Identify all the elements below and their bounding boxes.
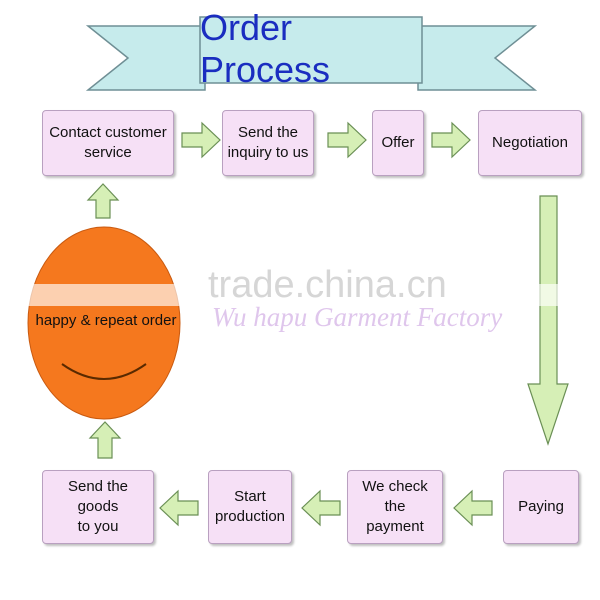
- step-check-payment: We check the payment: [347, 470, 443, 544]
- step-start-production: Start production: [208, 470, 292, 544]
- step-send-goods: Send the goods to you: [42, 470, 154, 544]
- happy-repeat-order-label: happy & repeat order: [35, 312, 177, 329]
- step-negotiation: Negotiation: [478, 110, 582, 176]
- title-banner: [85, 16, 538, 91]
- arrow-right-3: [431, 121, 471, 159]
- banner-center: [199, 16, 423, 84]
- step-offer: Offer: [372, 110, 424, 176]
- smile-curve: [61, 363, 147, 380]
- arrow-left-1: [453, 489, 493, 527]
- arrow-down-long: [527, 195, 569, 446]
- watermark-factory: Wu hapu Garment Factory: [212, 302, 503, 332]
- arrow-left-2: [301, 489, 341, 527]
- banner-tail-right: [417, 25, 538, 91]
- happy-circle: [27, 226, 181, 420]
- page-title: Order Process: [200, 7, 331, 90]
- arrow-up-top: [86, 183, 120, 219]
- step-send-inquiry: Send the inquiry to us: [222, 110, 314, 176]
- banner-tail-left: [85, 25, 206, 91]
- arrow-right-2: [327, 121, 367, 159]
- arrow-left-3: [159, 489, 199, 527]
- arrow-right-1: [181, 121, 221, 159]
- watermark-site: trade.china.cn: [208, 264, 447, 306]
- step-contact-customer-service: Contact customer service: [42, 110, 174, 176]
- watermark-band: [24, 284, 584, 306]
- arrow-up-bottom: [88, 421, 122, 459]
- step-paying: Paying: [503, 470, 579, 544]
